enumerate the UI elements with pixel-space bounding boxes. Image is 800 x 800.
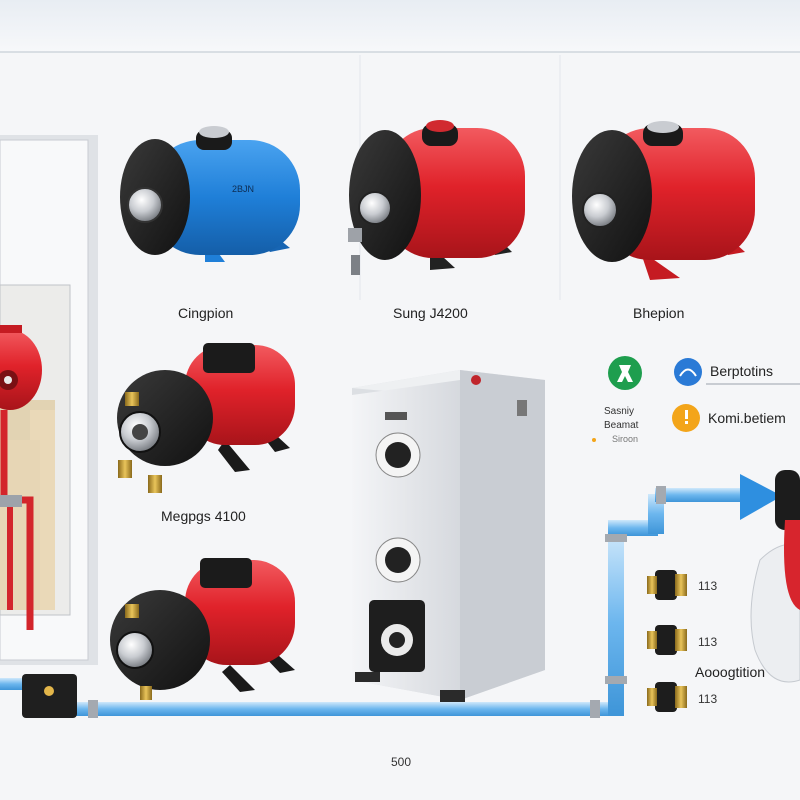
pump-label-top-right: Bhepion: [633, 305, 685, 321]
brass-fittings: [647, 570, 687, 712]
bottom-value: 500: [391, 755, 412, 769]
tank-badge: 2BJN: [232, 184, 254, 194]
wall-cabinet: [0, 135, 98, 665]
centrifugal-pump-middle: [117, 343, 295, 493]
blue-pipe-system: [0, 474, 782, 718]
legend-side-text-3: Siroon: [612, 434, 639, 444]
gauge-icon: [674, 358, 702, 386]
legend-item-1: Berptotins: [710, 363, 774, 379]
hand-holding-pump: [750, 470, 800, 683]
red-tank-pump-right: [572, 121, 755, 280]
pump-label-middle-left: Megpgs 4100: [161, 508, 246, 524]
top-band: [0, 0, 800, 52]
connector-label: Aooogtition: [695, 664, 766, 680]
legend-side-text-1: Sasniy: [604, 406, 635, 417]
fitting-label-1: 113: [698, 579, 718, 593]
fitting-label-2: 113: [698, 635, 718, 649]
legend-icons: [592, 356, 800, 442]
red-tank-pump-middle: [348, 120, 525, 275]
control-cabinet: [352, 370, 545, 702]
legend-side-text-2: Beamat: [604, 420, 639, 431]
pump-label-top-left: Cingpion: [178, 305, 234, 321]
blue-tank-pump: 2BJN: [120, 126, 300, 262]
fitting-label-3: 113: [698, 692, 718, 706]
legend-item-2: Komi.betiem: [708, 410, 786, 426]
centrifugal-pump-lower: [110, 558, 295, 700]
pump-label-top-middle: Sung J4200: [393, 305, 468, 321]
